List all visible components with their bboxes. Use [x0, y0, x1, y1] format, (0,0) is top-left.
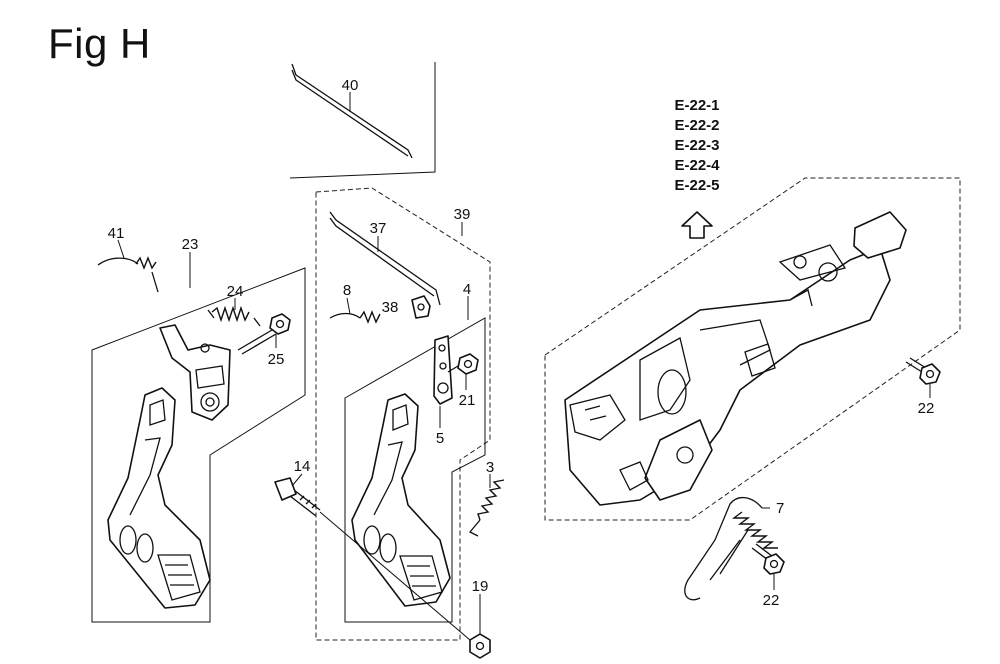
frame-part-40 [289, 62, 436, 179]
reference-code-e22-5: E-22-5 [674, 177, 719, 194]
bolt-part-22-lower [751, 543, 785, 575]
callout-19: 19 [472, 578, 489, 595]
callout-38: 38 [382, 299, 399, 316]
reference-code-e22-1: E-22-1 [674, 97, 719, 114]
spring-part-41 [97, 256, 159, 293]
governor-bracket-assembly [564, 211, 907, 506]
bolt-part-21 [447, 353, 479, 375]
leader-14 [291, 473, 303, 487]
reference-code-e22-2: E-22-2 [674, 117, 719, 134]
bolt-part-22-upper [905, 357, 941, 385]
up-arrow-icon [681, 211, 713, 239]
spring-part-7 [684, 497, 778, 601]
bolt-part-14 [274, 477, 471, 641]
callout-41: 41 [108, 225, 125, 242]
callout-24: 24 [227, 283, 244, 300]
figure-title: Fig H [48, 20, 151, 67]
pedal-part-4 [351, 393, 451, 607]
callout-23: 23 [182, 236, 199, 253]
spring-part-3 [468, 479, 505, 537]
spring-part-8 [329, 310, 381, 324]
frame-part-4 [344, 317, 486, 623]
reference-code-e22-4: E-22-4 [674, 157, 720, 174]
frame-e22-assembly [544, 177, 961, 521]
pedal-part-23 [107, 387, 211, 609]
callout-4: 4 [463, 281, 471, 298]
bracket-part-23 [159, 324, 231, 421]
arm-part-5 [433, 335, 453, 405]
rod-part-37 [329, 211, 441, 306]
callout-5: 5 [436, 430, 444, 447]
callout-37: 37 [370, 220, 387, 237]
spring-part-24 [207, 305, 261, 327]
callout-22-lower: 22 [763, 592, 780, 609]
bolt-part-25 [237, 313, 291, 355]
callout-25: 25 [268, 351, 285, 368]
callout-7: 7 [776, 500, 784, 517]
leader-8 [346, 297, 351, 315]
reference-code-e22-3: E-22-3 [674, 137, 719, 154]
callout-8: 8 [343, 282, 351, 299]
clip-part-38 [411, 295, 431, 319]
nut-part-19 [469, 633, 491, 659]
frame-part-23 [91, 267, 306, 623]
callout-40: 40 [342, 77, 359, 94]
callout-39: 39 [454, 206, 471, 223]
callout-21: 21 [459, 392, 476, 409]
callout-3: 3 [486, 459, 494, 476]
leader-41 [117, 239, 125, 259]
rod-part-40 [291, 63, 413, 159]
callout-22-upper: 22 [918, 400, 935, 417]
callout-14: 14 [294, 458, 311, 475]
